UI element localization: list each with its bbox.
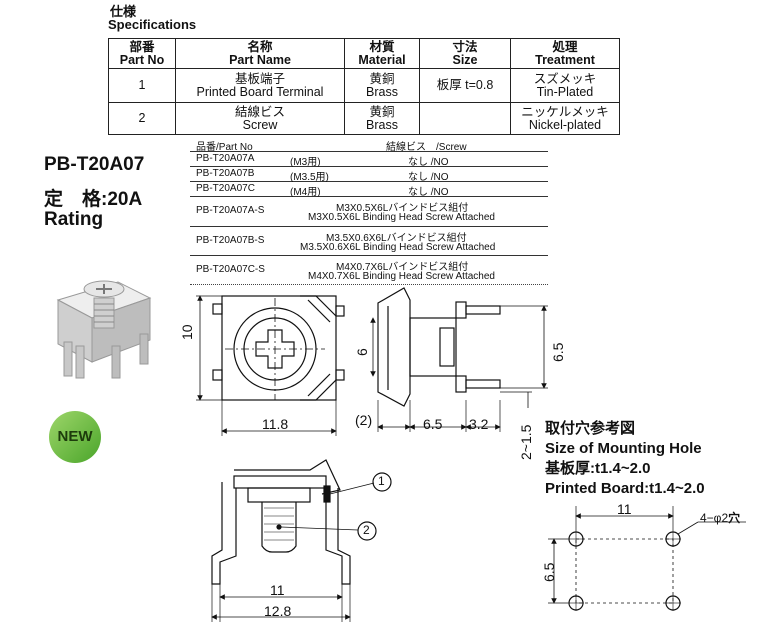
side-view	[370, 287, 548, 432]
dim-side-65b: 6.5	[423, 416, 443, 432]
terminal-photo	[56, 280, 152, 379]
section-view	[211, 459, 392, 622]
new-badge: NEW	[57, 428, 93, 445]
board-thickness-jp: 基板厚:t1.4~2.0	[545, 460, 651, 477]
dim-hole-11: 11	[617, 501, 632, 517]
parts-row: PB-T20A07C (M4用) なし /NO	[190, 182, 548, 198]
parts-header-part: 品番/Part No	[196, 142, 253, 153]
board-thickness-en: Printed Board:t1.4~2.0	[545, 480, 705, 497]
parts-header-screw: 結線ビス /Screw	[386, 142, 467, 153]
dim-side-65: 6.5	[550, 342, 566, 362]
parts-row: PB-T20A07C-S M4X0.7X6Lバインドビス組付 M4X0.7X6L…	[190, 256, 548, 285]
spec-cell-no: 2	[108, 102, 176, 135]
parts-row: PB-T20A07B-S M3.5X0.6X6Lバインドビス組付 M3.5X0.…	[190, 227, 548, 256]
rating-en: Rating	[44, 209, 104, 230]
spec-cell-size	[419, 102, 511, 135]
spec-title-jp: 仕様	[110, 4, 137, 19]
parts-table: 品番/Part No 結線ビス /Screw PB-T20A07A (M3用) …	[190, 138, 548, 285]
product-model: PB-T20A07	[44, 154, 145, 175]
front-view	[196, 295, 345, 436]
dim-side-32: 3.2	[469, 416, 489, 432]
dim-section-11: 11	[270, 582, 285, 598]
parts-row: PB-T20A07A (M3用) なし /NO	[190, 152, 548, 168]
parts-row: PB-T20A07B (M3.5用) なし /NO	[190, 167, 548, 183]
dim-side-2: (2)	[355, 412, 373, 428]
spec-cell-size: 板厚 t=0.8	[419, 68, 511, 103]
hole-note: 4−φ2穴	[700, 511, 741, 525]
spec-title-en: Specifications	[108, 17, 197, 32]
callout-1: 1	[378, 474, 385, 488]
mounting-title-jp: 取付穴参考図	[545, 420, 636, 437]
dim-side-215: 2~1.5	[518, 424, 534, 460]
spec-cell-no: 1	[108, 68, 176, 103]
dim-height-10: 10	[179, 324, 195, 340]
dim-hole-65: 6.5	[541, 562, 557, 582]
rating-jp: 定 格:20A	[44, 189, 143, 210]
mounting-title-en: Size of Mounting Hole	[545, 440, 702, 457]
dim-side-6: 6	[354, 348, 370, 356]
dim-width-118: 11.8	[262, 416, 289, 432]
parts-row: PB-T20A07A-S M3X0.5X6Lバインドビス組付 M3X0.5X6L…	[190, 197, 548, 227]
dim-section-128: 12.8	[264, 603, 292, 619]
parts-header-row: 品番/Part No 結線ビス /Screw	[190, 138, 548, 153]
callout-2: 2	[363, 523, 370, 537]
